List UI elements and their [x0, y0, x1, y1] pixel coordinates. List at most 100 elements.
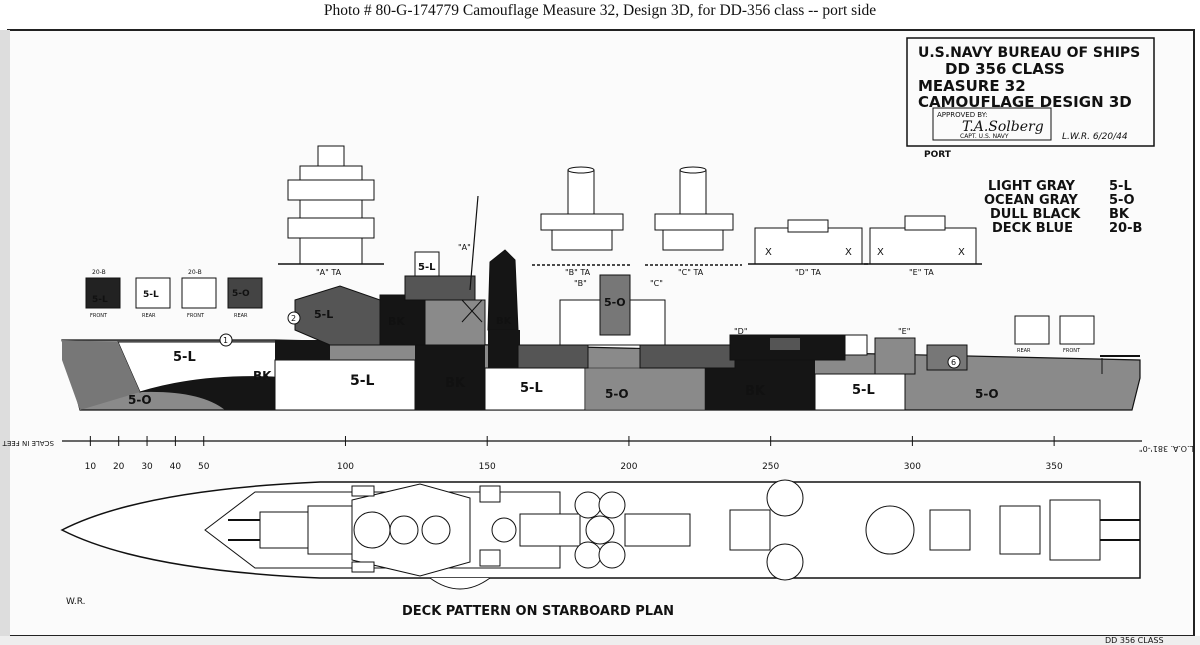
scale-tick-label: 10	[85, 462, 97, 472]
scale-label: SCALE IN FEET	[2, 439, 54, 447]
deck-plan-director-3	[421, 515, 451, 545]
deck-plan-aft-director	[865, 505, 915, 555]
mount2-rear-label: REAR	[234, 313, 248, 319]
after-superstructure-gray-patch	[770, 338, 800, 350]
c-view-label: "C" TA	[678, 268, 704, 277]
deck-plan-director-aft-2	[766, 543, 804, 581]
mount1-code: 20-B	[92, 269, 106, 276]
marker-d: "D"	[734, 327, 748, 336]
approval-signature: T.A.Solberg	[962, 119, 1044, 135]
hull-block-black-2	[415, 345, 485, 410]
bridge-upper	[404, 275, 476, 301]
label-stern-ocean-gray: 5-O	[975, 387, 999, 401]
deck-plan-mount-port	[479, 485, 501, 503]
scale-tick-label: 30	[141, 462, 153, 472]
d-view-x-left: X	[765, 247, 772, 258]
label-aft-light-gray: 5-L	[852, 383, 875, 398]
deck-plan-stack-2a	[574, 541, 602, 569]
mount2-front-label: FRONT	[187, 313, 205, 319]
forward-stack-base	[488, 330, 520, 368]
mount1-rear-code: 5-L	[143, 290, 159, 300]
mount-marker-6	[947, 355, 961, 369]
deck-plan-director-1	[353, 511, 391, 549]
aft-deckhouse	[874, 337, 916, 375]
scale-end-label: L.O.A. 381'-0"	[1139, 444, 1194, 453]
footer-label: DD 356 CLASS	[1105, 636, 1164, 645]
photo-caption: Photo # 80-G-174779 Camouflage Measure 3…	[323, 2, 877, 19]
title-line-navy: U.S.NAVY BUREAU OF SHIPS	[918, 45, 1140, 61]
legend-code-deck-blue: 20-B	[1109, 221, 1142, 236]
scale-tick-label: 20	[113, 462, 125, 472]
mid-deckhouse	[517, 344, 589, 369]
deck-plan-turret-3	[729, 509, 771, 551]
deck-plan-stack-center	[585, 515, 615, 545]
e-view-top	[904, 215, 946, 231]
deck-plan-title: DECK PATTERN ON STARBOARD PLAN	[402, 604, 674, 619]
scale-tick-label: 200	[620, 462, 637, 472]
deck-plan-stern-mount	[1049, 499, 1101, 561]
title-block: U.S.NAVY BUREAU OF SHIPS DD 356 CLASS ME…	[906, 37, 1155, 160]
approval-box	[932, 107, 1052, 141]
scale-tick-label: 350	[1046, 462, 1063, 472]
label-stack-ocean-gray: 5-O	[604, 296, 626, 309]
mount1-code-label: 5-L	[92, 295, 108, 305]
deck-plan-mount-stbd	[479, 549, 501, 567]
mount2-rear-code: 5-O	[232, 289, 250, 299]
approval-rank: CAPT. U.S. NAVY	[960, 133, 1009, 140]
title-line-measure: MEASURE 32	[918, 77, 1026, 95]
color-legend: LIGHT GRAY 5-L OCEAN GRAY 5-O DULL BLACK…	[984, 179, 1142, 236]
a-view-tier4	[287, 217, 375, 239]
label-bow-black: BK	[253, 369, 272, 383]
deck-plan-turret-5	[999, 505, 1041, 555]
hull-block-light-gray-4	[814, 373, 906, 411]
legend-code-light-gray: 5-L	[1109, 179, 1132, 194]
deck-plan-torpedo-2	[624, 513, 691, 547]
title-block-frame	[906, 37, 1155, 147]
deck-plan-director-2	[389, 515, 419, 545]
deck-plan-turret-1	[259, 511, 311, 549]
d-view-body	[754, 227, 863, 265]
hull-bow-black-sweep	[140, 376, 290, 410]
legend-name-ocean-gray: OCEAN GRAY	[984, 193, 1078, 208]
label-bow-light-gray: 5-L	[173, 350, 196, 365]
scale-tick-label: 40	[170, 462, 182, 472]
turret-b-view: "B" TA	[532, 166, 632, 277]
label-bridge-black: BK	[388, 315, 405, 328]
turret-a-view: "A" TA	[278, 145, 384, 277]
turret-e-view: X X "E" TA	[864, 215, 982, 277]
turret-d-view: X X "D" TA	[748, 219, 868, 277]
mount1-rear-view	[135, 277, 171, 309]
forward-stack	[487, 249, 519, 331]
aft-turret	[926, 344, 968, 371]
mount3-rear-label: REAR	[1017, 348, 1031, 354]
title-line-design: CAMOUFLAGE DESIGN 3D	[918, 93, 1132, 111]
gun-mount-views-right: REAR FRONT	[1014, 315, 1095, 354]
mount2-rear-view	[227, 277, 263, 309]
footer-strip	[0, 636, 1200, 645]
scale-tick-label: 150	[479, 462, 496, 472]
label-aft-black: BK	[745, 384, 766, 399]
mount-marker-1	[219, 333, 233, 347]
a-view-tier1	[299, 165, 363, 181]
ship-profile-port: 5-L BK 5-L BK 5-L BK 5-L 5-O 5-O 5-O BK …	[61, 195, 1141, 411]
mount1-front-view	[85, 277, 121, 309]
mount-marker-2	[287, 311, 301, 325]
label-mid-ocean-gray: 5-O	[605, 387, 629, 401]
c-view-stack-top	[679, 166, 707, 174]
a-view-tier2	[287, 179, 375, 201]
legend-name-deck-blue: DECK BLUE	[992, 221, 1073, 236]
foremast	[469, 195, 479, 291]
mount-marker-6-label: 6	[951, 358, 956, 367]
c-view-upper	[654, 213, 734, 231]
e-view-x-right: X	[958, 247, 965, 258]
deck-plan-platform	[429, 577, 491, 590]
b-view-stack	[567, 169, 595, 217]
legend-code-dull-black: BK	[1109, 207, 1130, 222]
bridge-bracing-2	[461, 299, 483, 323]
c-view-stack	[679, 169, 707, 217]
scale-tick-label: 250	[762, 462, 779, 472]
b-view-lower	[551, 229, 613, 251]
deck-plan-stack-2b	[598, 541, 626, 569]
mount2-front-view	[181, 277, 217, 309]
